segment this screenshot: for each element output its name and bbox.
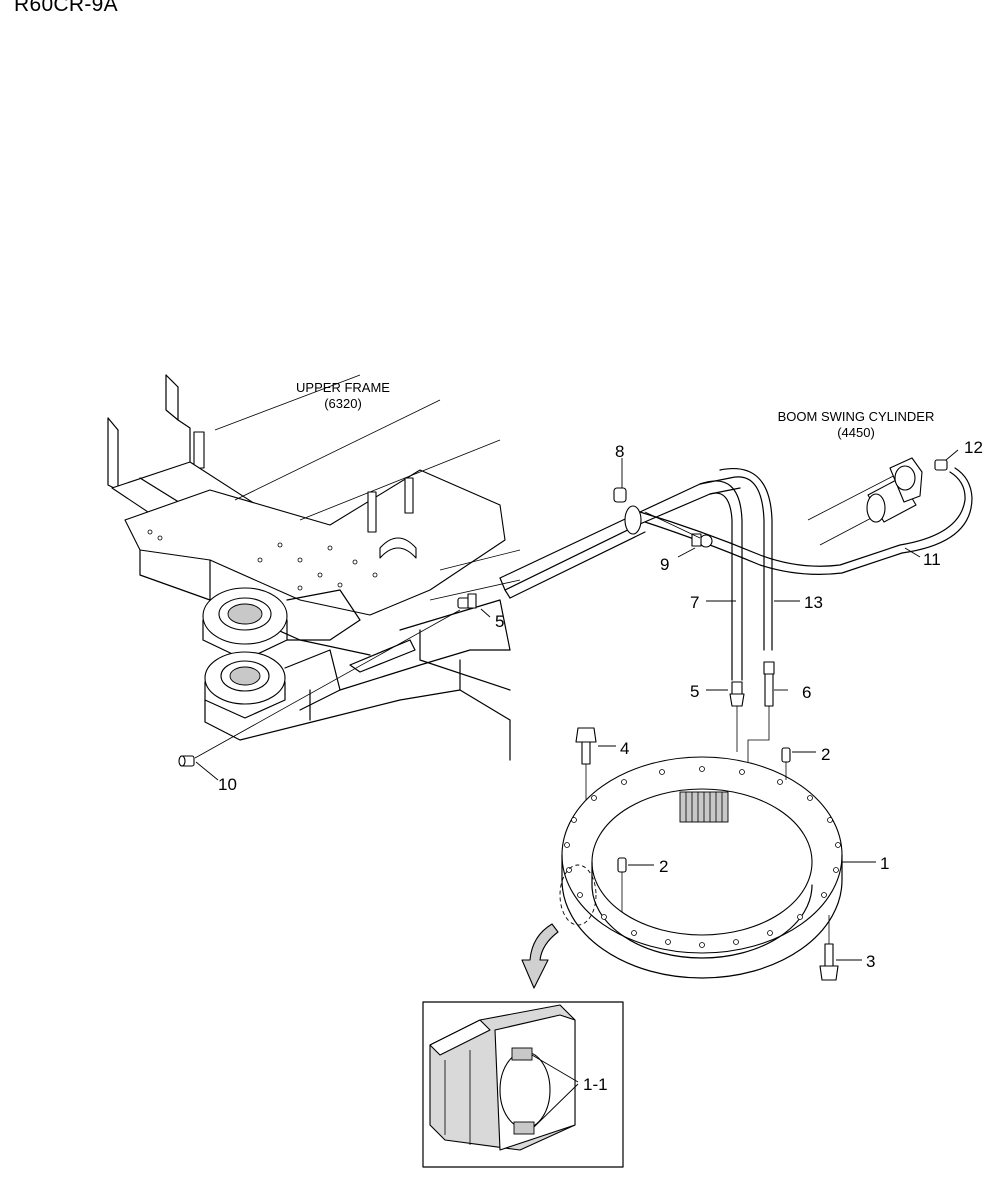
callout-10: 10 bbox=[218, 775, 237, 794]
callout-4: 4 bbox=[620, 739, 629, 758]
callout-2-top: 2 bbox=[821, 745, 830, 764]
upper-frame-caption-line1: UPPER FRAME bbox=[296, 380, 390, 395]
frame-holes bbox=[147, 529, 378, 591]
callout-1: 1 bbox=[880, 854, 889, 873]
callout-12: 12 bbox=[964, 438, 983, 457]
detail-arrow bbox=[521, 923, 559, 989]
callout-9: 9 bbox=[660, 555, 669, 574]
callout-11: 11 bbox=[923, 550, 941, 569]
callout-2-mid: 2 bbox=[659, 857, 668, 876]
bearing-bolt-holes bbox=[564, 766, 841, 948]
detail-view-box bbox=[422, 1001, 624, 1168]
callout-7: 7 bbox=[690, 593, 699, 612]
boom-swing-cylinder-caption-line2: (4450) bbox=[837, 425, 875, 440]
callout-5-hose: 5 bbox=[690, 682, 699, 701]
boom-swing-cylinder-caption-line1: BOOM SWING CYLINDER bbox=[778, 409, 935, 424]
bolt-3 bbox=[819, 915, 839, 981]
callout-8: 8 bbox=[615, 442, 624, 461]
leader-lines bbox=[195, 449, 959, 1128]
upper-frame-caption-line2: (6320) bbox=[324, 396, 362, 411]
upper-frame-drawing bbox=[107, 374, 521, 761]
callout-6: 6 bbox=[802, 683, 811, 702]
hose-assembly bbox=[178, 467, 973, 772]
bolt-4 bbox=[575, 727, 597, 800]
callout-13: 13 bbox=[804, 593, 823, 612]
swing-bearing-ring bbox=[559, 756, 843, 979]
dowel-pins bbox=[617, 747, 791, 912]
page-title: R60CR-9A bbox=[14, 0, 118, 16]
callout-3: 3 bbox=[866, 952, 875, 971]
boom-swing-cylinder bbox=[807, 457, 948, 546]
callout-1-1: 1-1 bbox=[583, 1075, 608, 1094]
callout-5-frame: 5 bbox=[495, 612, 504, 631]
